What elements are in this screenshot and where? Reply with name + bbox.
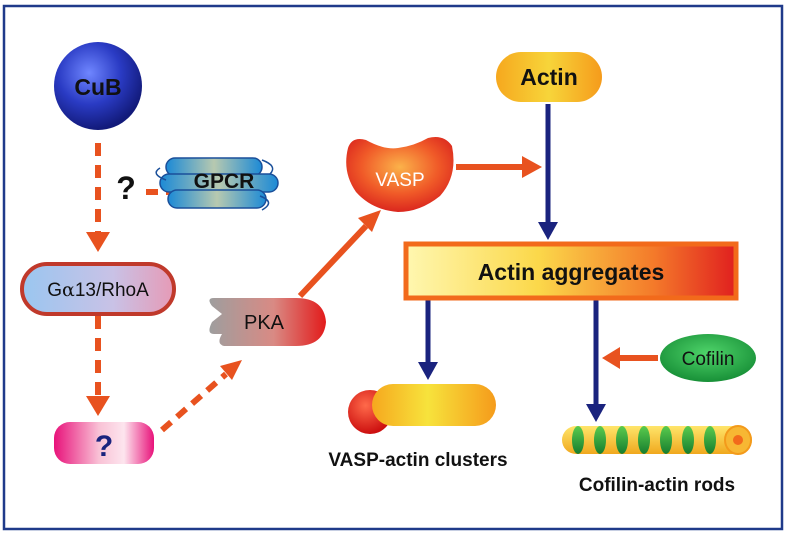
arrowhead-cofilin-to-rods <box>602 347 620 369</box>
arrow-unknown-to-pka <box>160 371 228 433</box>
node-cub: CuB <box>54 42 142 130</box>
cofilin-actin-rods-label: Cofilin-actin rods <box>579 475 735 496</box>
actin-label: Actin <box>520 64 578 90</box>
node-unknown-lower: ? <box>54 422 154 464</box>
node-actin: Actin <box>496 52 602 102</box>
galpha-label: Gα13/RhoA <box>47 279 149 301</box>
arrowhead-vasp-to-actin <box>522 156 542 178</box>
arrowhead-aggregates-to-clusters <box>418 362 438 380</box>
unknown-upper-label: ? <box>116 170 136 206</box>
arrowhead-galpha-to-unknown <box>86 396 110 416</box>
vasp-actin-clusters-label: VASP-actin clusters <box>328 450 507 471</box>
node-cofilin-actin-rods: Cofilin-actin rods <box>562 425 752 496</box>
gpcr-label: GPCR <box>194 170 255 193</box>
arrow-pka-to-vasp <box>297 223 369 299</box>
node-vasp-actin-clusters: VASP-actin clusters <box>328 384 508 471</box>
cub-label: CuB <box>74 74 121 100</box>
unknown-lower-label: ? <box>95 430 113 463</box>
pka-label: PKA <box>244 312 285 334</box>
node-gpcr: GPCR <box>155 157 279 211</box>
node-pka: PKA <box>209 298 326 346</box>
node-actin-aggregates: Actin aggregates <box>403 241 739 301</box>
cofilin-label: Cofilin <box>682 349 735 370</box>
node-galpha13-rhoa: Gα13/RhoA <box>20 262 176 316</box>
arrowhead-aggregates-to-rods <box>586 404 606 422</box>
node-vasp: VASP <box>346 137 454 212</box>
arrowhead-pka-to-vasp <box>358 210 381 232</box>
arrows <box>86 104 658 433</box>
vasp-label: VASP <box>375 170 424 191</box>
arrowhead-unknown-to-pka <box>220 360 242 380</box>
node-cofilin: Cofilin <box>660 334 756 382</box>
vasp-actin-cluster-icon <box>348 384 496 434</box>
arrowhead-cub-to-galpha <box>86 232 110 252</box>
actin-aggregates-label: Actin aggregates <box>478 259 665 285</box>
gpcr-helices-icon <box>155 157 279 211</box>
arrowhead-actin-to-aggregates <box>538 222 558 240</box>
cofilin-actin-rod-icon <box>562 425 752 455</box>
